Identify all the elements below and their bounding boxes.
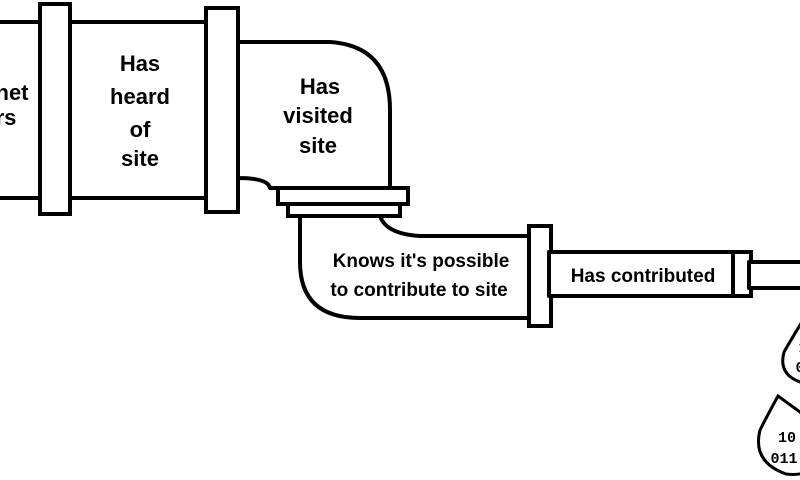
flange-3-top [276,186,410,206]
pipe-heard [68,20,212,200]
label-visited: Has visited site [283,74,353,158]
label-knows-line-1: Knows it's possible [333,251,510,272]
drop-1-shape [781,322,800,384]
drop-2-bits: 10 011 [770,430,797,468]
drop-1-line-1: 1 [798,340,800,357]
label-internet-users-line-2: rs [0,105,16,130]
label-heard: Has heard of site [110,51,170,171]
label-heard-line-4: site [121,146,159,171]
drop-1-bits: 1 0 [795,340,800,377]
pipe-knows-elbow [298,214,535,320]
label-knows-line-2: to contribute to site [330,280,507,301]
label-heard-line-3: of [130,117,151,142]
label-heard-line-1: Has [120,51,160,76]
label-internet-users: net rs [0,80,29,130]
flange-2 [204,6,240,214]
pipe-spout [747,260,800,290]
label-visited-line-1: Has [300,74,340,99]
label-heard-line-2: heard [110,84,170,109]
label-internet-users-line-1: net [0,80,29,105]
drop-2-line-1: 10 [778,430,796,447]
label-contributed: Has contributed [571,266,716,287]
drop-1-line-2: 0 [795,360,800,377]
label-knows: Knows it's possible to contribute to sit… [330,251,509,301]
label-visited-line-2: visited [283,103,353,128]
flange-1 [38,2,72,216]
drop-2-shape [757,393,800,476]
label-visited-line-3: site [299,133,337,158]
drop-2-line-2: 011 [770,451,797,468]
pipe-visited-elbow [236,40,392,190]
